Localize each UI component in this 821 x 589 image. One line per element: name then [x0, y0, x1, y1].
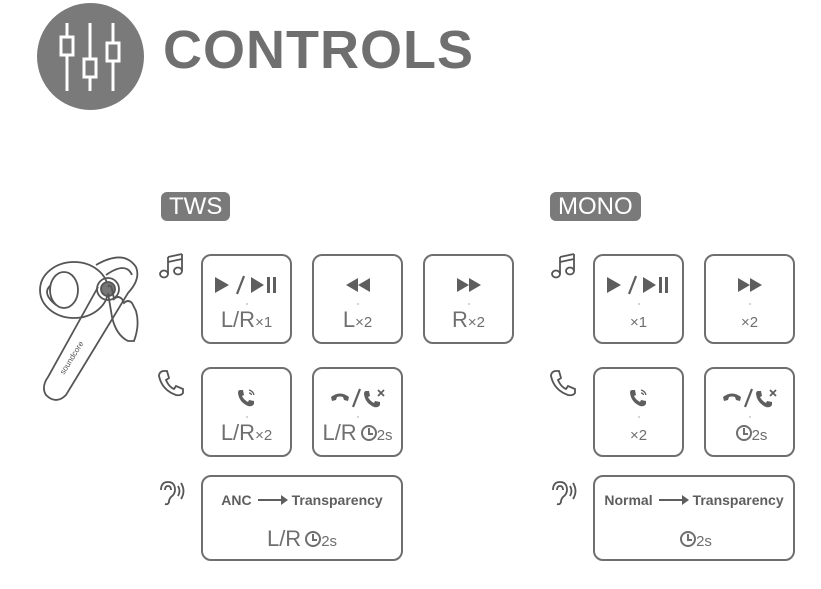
answer-call-icon	[595, 386, 682, 410]
arrow-right-icon	[257, 495, 288, 505]
tws-play-pause-card: L/R×1	[201, 254, 292, 344]
fast-forward-icon	[706, 273, 793, 297]
page-title: CONTROLS	[163, 20, 474, 80]
rewind-icon	[314, 273, 401, 297]
tws-rewind-card: L×2	[312, 254, 403, 344]
phone-icon	[548, 368, 578, 398]
play-pause-icon	[203, 273, 290, 297]
music-note-icon	[548, 251, 578, 281]
clock-icon	[305, 531, 322, 547]
mono-play-pause-card: ×1	[593, 254, 684, 344]
end-reject-call-icon	[706, 386, 793, 410]
tws-fast-forward-card: R×2	[423, 254, 514, 344]
ear-sound-icon	[548, 478, 578, 508]
mono-answer-call-card: ×2	[593, 367, 684, 457]
fast-forward-icon	[425, 273, 512, 297]
clock-icon	[735, 425, 752, 441]
arrow-right-icon	[658, 495, 689, 505]
tws-answer-call-card: L/R×2	[201, 367, 292, 457]
earbud-illustration: soundcore	[36, 245, 156, 415]
play-pause-icon	[595, 273, 682, 297]
end-reject-call-icon	[314, 386, 401, 410]
clock-icon	[680, 531, 697, 547]
mono-section-label: MONO	[550, 192, 641, 221]
clock-icon	[360, 425, 377, 441]
phone-icon	[156, 368, 186, 398]
tws-section-label: TWS	[161, 192, 231, 221]
mono-noise-control-card: Normal Transparency 2s	[593, 475, 795, 561]
mono-fast-forward-card: ×2	[704, 254, 795, 344]
answer-call-icon	[203, 386, 290, 410]
sliders-icon	[37, 3, 144, 110]
ear-sound-icon	[156, 478, 186, 508]
music-note-icon	[156, 251, 186, 281]
mono-end-call-card: 2s	[704, 367, 795, 457]
